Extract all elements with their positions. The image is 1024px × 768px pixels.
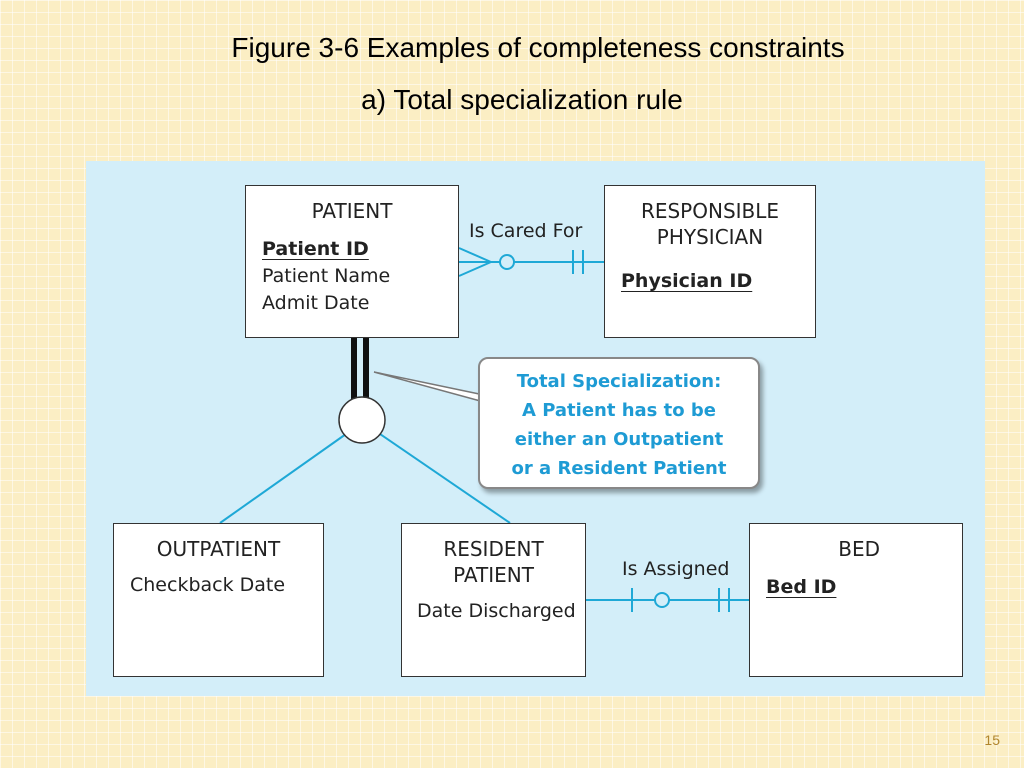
is-assigned-line [586, 588, 749, 612]
slide-subtitle: a) Total specialization rule [361, 84, 683, 115]
specialization-circle [338, 396, 386, 444]
is-assigned-label: Is Assigned [622, 558, 730, 580]
physician-entity: RESPONSIBLE PHYSICIAN Physician ID [604, 185, 816, 338]
bed-id-attr: Bed ID [766, 576, 837, 598]
bed-entity-name: BED [838, 537, 880, 561]
page-number: 15 [984, 732, 1000, 748]
resident-entity-name-line1: RESIDENT [443, 537, 544, 561]
outpatient-entity-name: OUTPATIENT [156, 537, 281, 561]
patient-entity: PATIENT Patient ID Patient Name Admit Da… [245, 185, 459, 338]
callout-pointer [373, 371, 485, 403]
checkback-date-attr: Checkback Date [130, 574, 286, 596]
resident-entity-name-line2: PATIENT [453, 563, 534, 587]
is-cared-for-label: Is Cared For [469, 220, 583, 242]
physician-entity-name-line1: RESPONSIBLE [640, 199, 780, 223]
total-specialization-callout: Total Specialization: A Patient has to b… [478, 357, 760, 489]
outpatient-entity: OUTPATIENT Checkback Date [113, 523, 324, 677]
date-discharged-attr: Date Discharged [417, 600, 576, 622]
patient-entity-name: PATIENT [311, 199, 393, 223]
physician-entity-name-line2: PHYSICIAN [656, 225, 764, 249]
physician-id-attr: Physician ID [621, 270, 753, 292]
resident-patient-entity: RESIDENT PATIENT Date Discharged [401, 523, 586, 677]
patient-id-attr: Patient ID [262, 238, 369, 260]
patient-name-attr: Patient Name [262, 265, 391, 287]
bed-entity: BED Bed ID [749, 523, 963, 677]
subtype-lines [219, 433, 511, 524]
slide-title: Figure 3-6 Examples of completeness cons… [231, 32, 845, 63]
total-specialization-double-line [351, 338, 369, 400]
is-cared-for-line [458, 247, 604, 277]
admit-date-attr: Admit Date [262, 292, 370, 314]
